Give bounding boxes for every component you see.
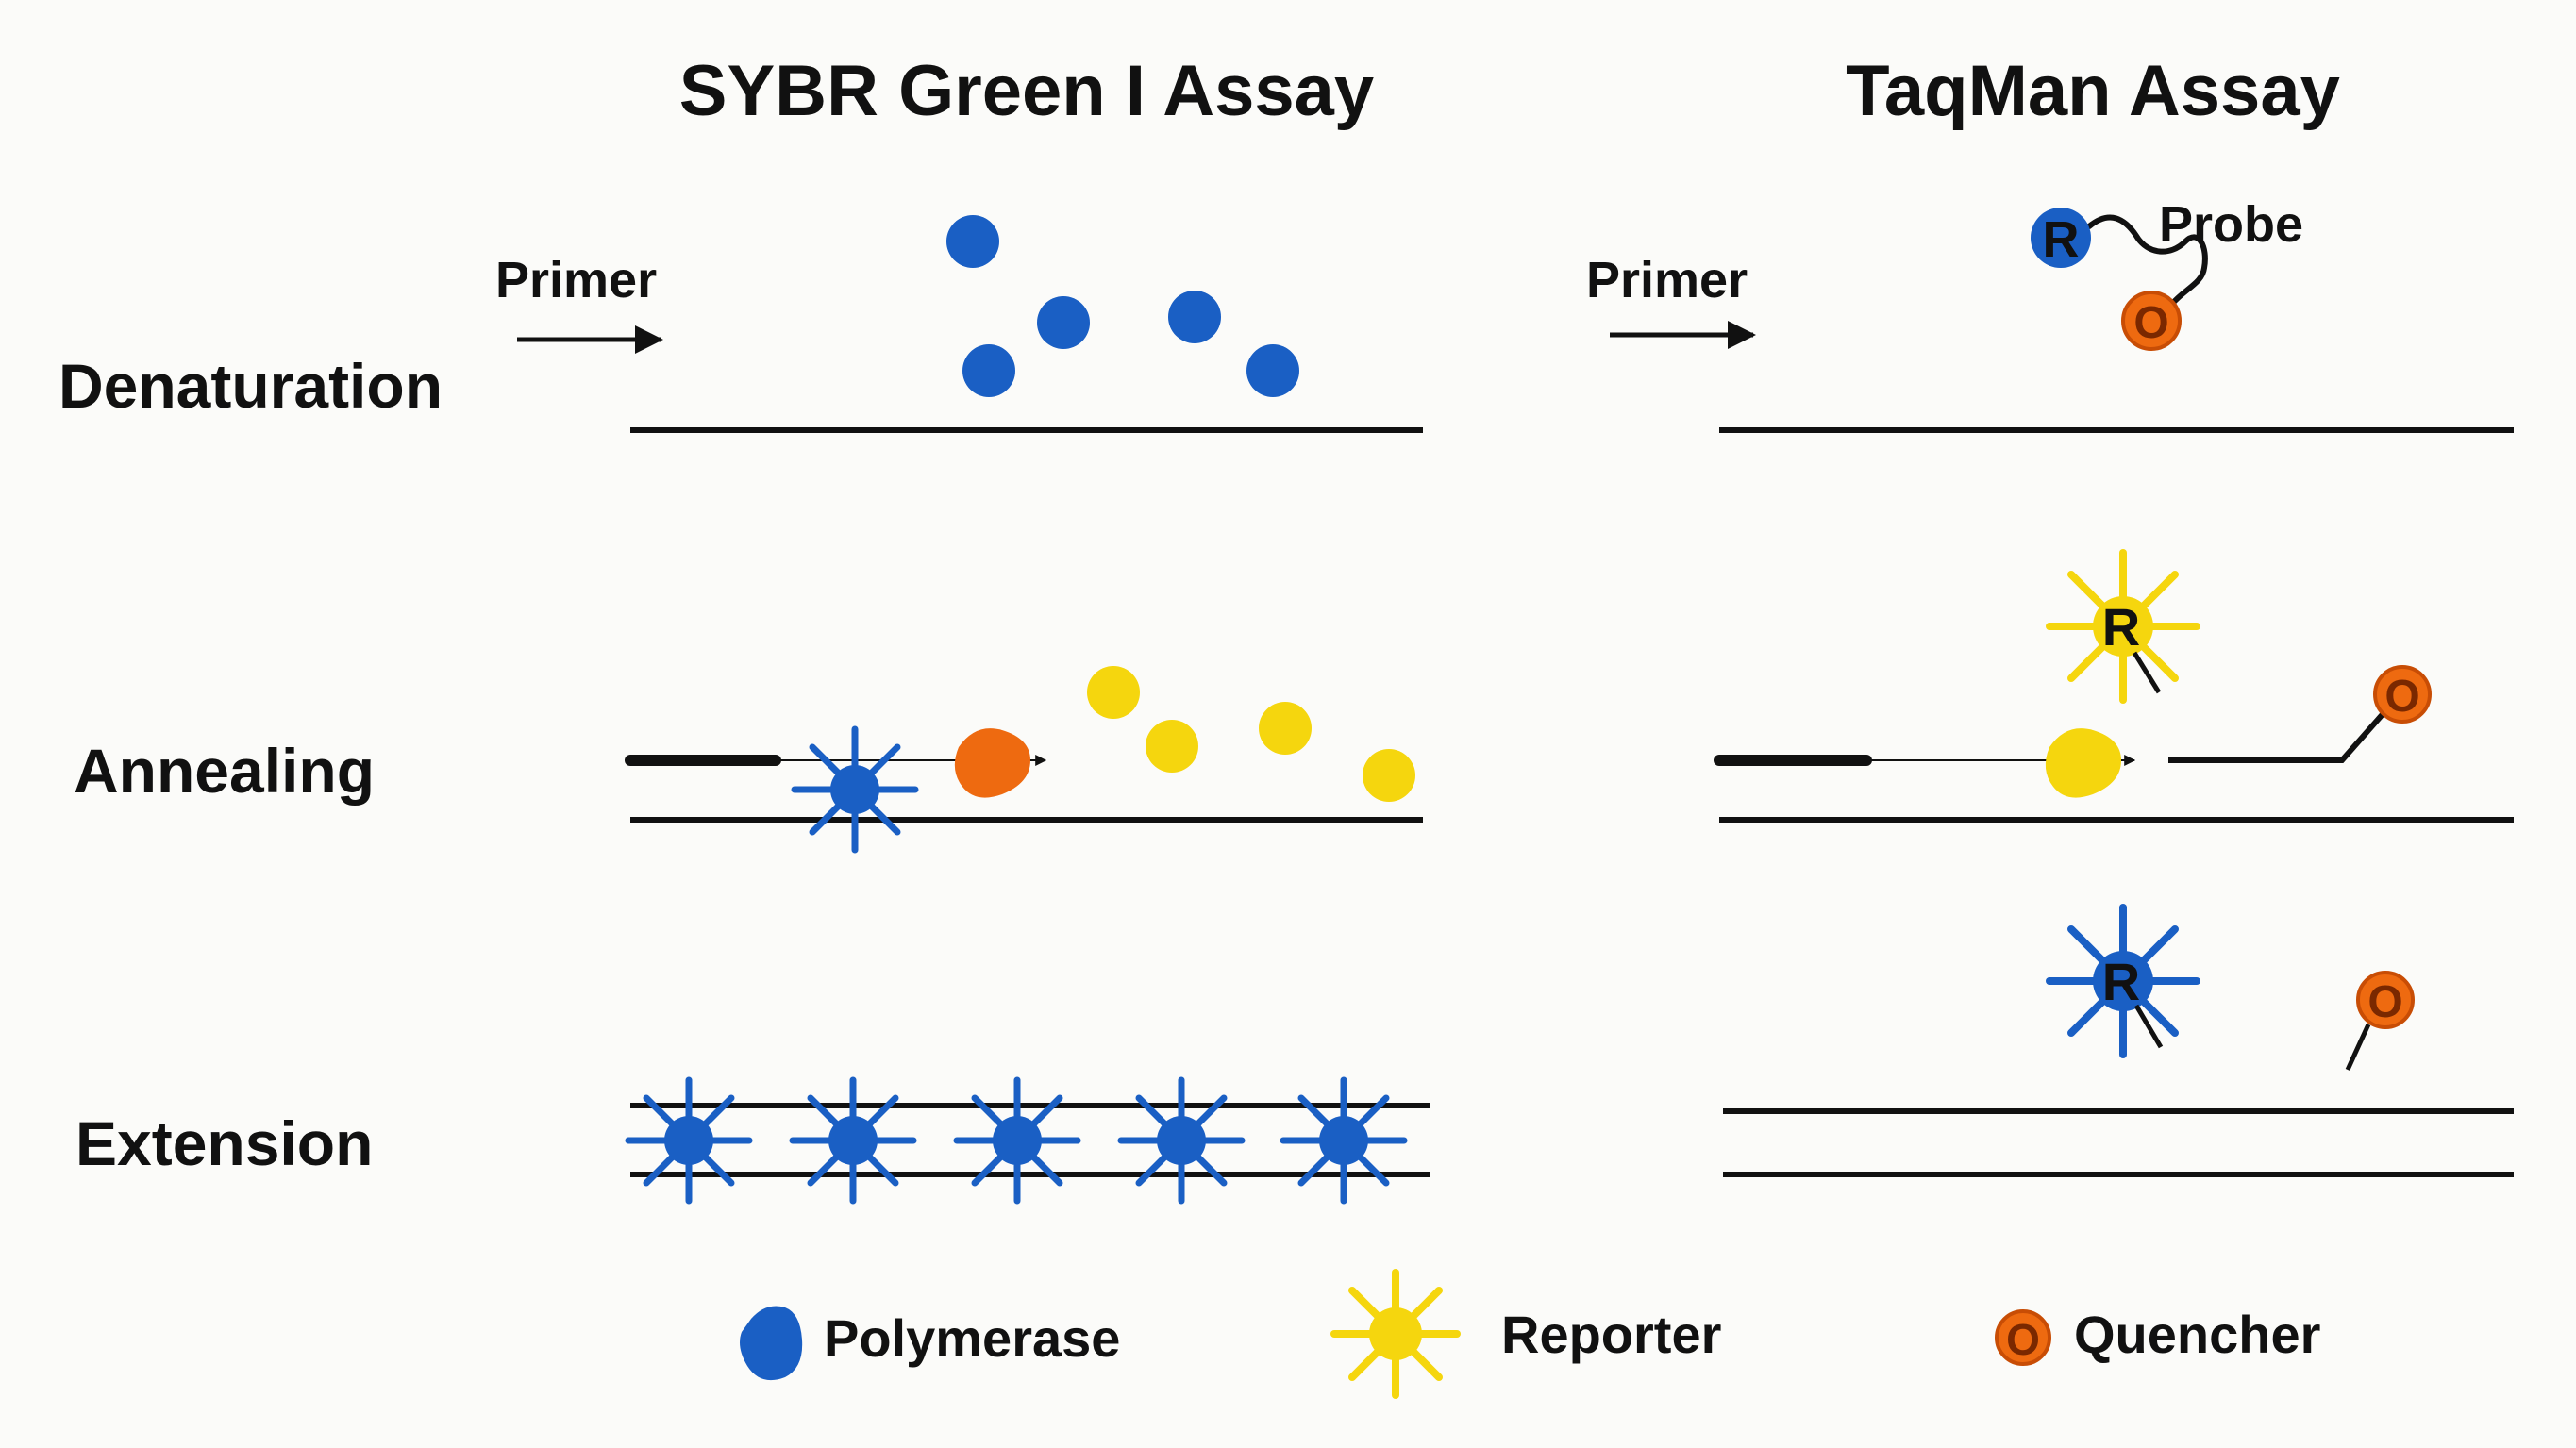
sybr-dye-bound-icon xyxy=(628,1080,749,1201)
sybr-dye-molecule xyxy=(1168,291,1221,343)
stage-label-annealing: Annealing xyxy=(74,736,375,806)
quencher-letter: O xyxy=(2367,977,2402,1027)
taqman-title: TaqMan Assay xyxy=(1846,51,2340,131)
primer-label-left: Primer xyxy=(495,252,657,308)
sybr-annealing-panel xyxy=(625,666,1423,850)
sybr-dye-bound-icon xyxy=(793,1080,913,1201)
reporter-released-icon xyxy=(2046,904,2200,1058)
quencher-icon xyxy=(2356,971,2415,1029)
free-dye-molecule xyxy=(1087,666,1140,719)
taqman-annealing-panel: R O xyxy=(1714,549,2514,823)
sybr-denaturation-panel: Primer xyxy=(495,215,1423,433)
polymerase-icon xyxy=(2045,728,2121,798)
quencher-letter: O xyxy=(2384,672,2419,722)
quencher-letter: O xyxy=(2006,1315,2040,1364)
probe-fragment xyxy=(2168,711,2386,763)
free-dye-molecule xyxy=(1259,702,1312,755)
reporter-letter: R xyxy=(2102,597,2140,657)
legend-polymerase: Polymerase xyxy=(824,1308,1120,1368)
quencher-icon xyxy=(2121,291,2182,351)
sybr-title: SYBR Green I Assay xyxy=(679,51,1374,131)
cleaved-link xyxy=(2133,1004,2164,1049)
legend-reporter: Reporter xyxy=(1501,1305,1721,1364)
polymerase-legend-icon xyxy=(740,1306,803,1381)
polymerase-icon xyxy=(954,728,1030,798)
taqman-extension-panel: R O xyxy=(1723,904,2514,1177)
free-dye-molecule xyxy=(1146,720,1198,773)
probe-oligo xyxy=(2086,214,2208,307)
sybr-dye-molecule xyxy=(946,215,999,268)
reporter-icon xyxy=(2031,208,2091,268)
sybr-dye-molecule xyxy=(1037,296,1090,349)
sybr-dye-bound-icon xyxy=(1283,1080,1404,1201)
sybr-extension-panel xyxy=(628,1080,1430,1201)
sybr-dye-molecule xyxy=(962,344,1015,397)
reporter-letter: R xyxy=(2043,211,2080,268)
free-dye-molecule xyxy=(1363,749,1415,802)
legend-quencher: Quencher xyxy=(2074,1305,2320,1364)
primer-label-right: Primer xyxy=(1586,252,1748,308)
reporter-fluorescing-icon xyxy=(2046,549,2200,704)
probe-label: Probe xyxy=(2159,196,2303,253)
quencher-letter: O xyxy=(2133,298,2168,348)
cleaved-link xyxy=(2132,651,2162,694)
sybr-dye-fluorescing-icon xyxy=(795,729,915,850)
sybr-dye-bound-icon xyxy=(1121,1080,1242,1201)
taqman-denaturation-panel: Primer R O Probe xyxy=(1586,196,2514,433)
cleaved-link xyxy=(2345,1023,2371,1072)
reporter-letter: R xyxy=(2102,952,2140,1011)
reporter-legend-icon xyxy=(1330,1269,1461,1399)
legend: Polymerase Reporter O Quencher xyxy=(740,1269,2320,1399)
stage-label-extension: Extension xyxy=(75,1108,373,1178)
quencher-icon xyxy=(2373,665,2432,724)
stage-label-denaturation: Denaturation xyxy=(59,351,443,421)
quencher-legend-icon xyxy=(1995,1309,2051,1366)
sybr-dye-molecule xyxy=(1246,344,1299,397)
sybr-dye-bound-icon xyxy=(957,1080,1078,1201)
